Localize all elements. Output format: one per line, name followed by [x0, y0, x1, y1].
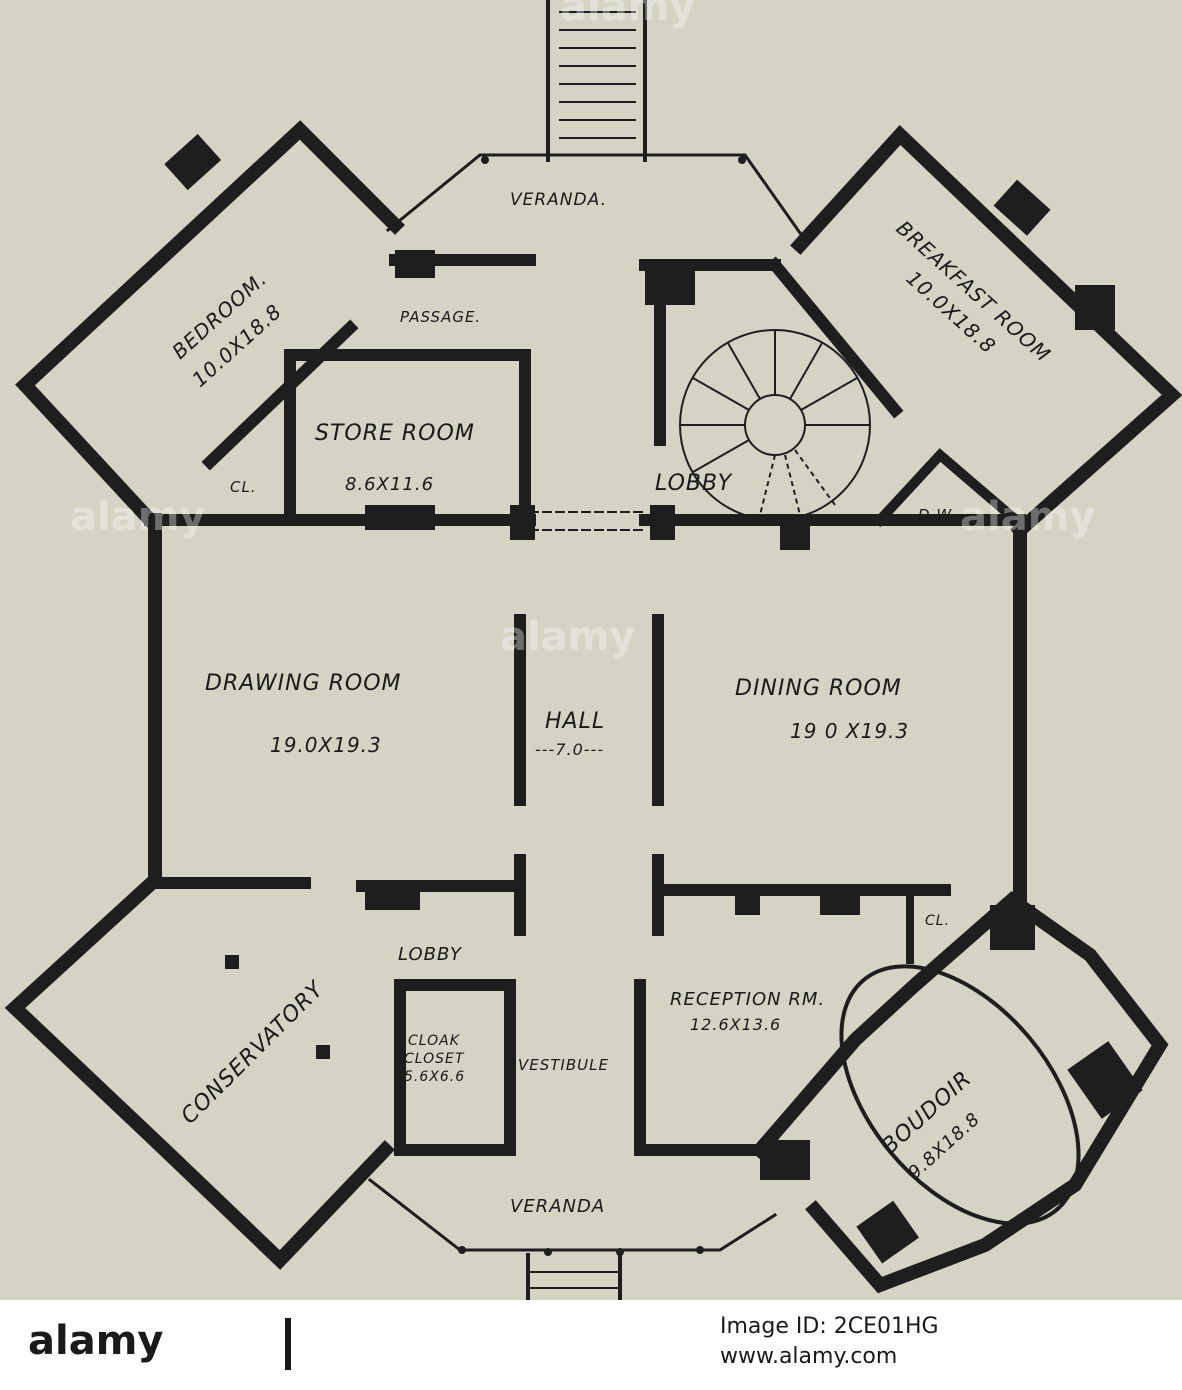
- label-dining-room: DINING ROOM: [735, 676, 902, 701]
- label-hall: HALL: [545, 709, 605, 734]
- watermark-left: alamy: [70, 494, 205, 540]
- bedroom-outer-wall: [15, 120, 405, 530]
- footer-image-id: Image ID: 2CE01HG: [720, 1314, 939, 1339]
- cloak-closet-walls: [394, 979, 516, 1156]
- watermark-center: alamy: [500, 614, 635, 660]
- veranda-posts: [458, 156, 746, 1256]
- label-closet-top: CL.: [230, 478, 257, 496]
- label-veranda-bottom: VERANDA: [510, 1196, 605, 1217]
- boudoir-outer-wall: [750, 891, 1169, 1294]
- label-veranda-top: VERANDA.: [510, 190, 607, 210]
- label-closet-right: CL.: [925, 913, 950, 929]
- walls: [4, 0, 1182, 1300]
- veranda-top-outline: [385, 153, 808, 243]
- breakfast-outer-wall: [790, 124, 1182, 540]
- label-cloak-size: 5.6X6.6: [404, 1069, 465, 1085]
- front-steps-top: [546, 0, 647, 162]
- footer-url: www.alamy.com: [720, 1344, 898, 1369]
- label-lobby-bottom: LOBBY: [398, 944, 463, 965]
- label-store-room-size: 8.6X11.6: [345, 474, 434, 495]
- chimney-blocks: [164, 133, 1143, 1264]
- store-room-walls: [284, 349, 531, 526]
- label-dining-room-size: 19 0 X19.3: [790, 719, 909, 743]
- footer-divider: [285, 1318, 291, 1370]
- watermarks: alamy alamy alamy alamy: [70, 0, 1095, 660]
- label-dumbwaiter: D.W.: [918, 506, 957, 524]
- dw-closet-walls: [872, 448, 1018, 528]
- stock-footer: alamy Image ID: 2CE01HG www.alamy.com: [0, 1300, 1182, 1390]
- watermark-right: alamy: [960, 494, 1095, 540]
- label-cloak-2: CLOSET: [404, 1051, 465, 1067]
- label-cloak-1: CLOAK: [408, 1033, 461, 1049]
- veranda-bottom-outline: [367, 1177, 778, 1252]
- label-drawing-room: DRAWING ROOM: [205, 671, 402, 696]
- spiral-staircase: [679, 329, 871, 521]
- boudoir-oval: [839, 964, 1081, 1226]
- label-store-room: STORE ROOM: [315, 421, 475, 446]
- label-reception-room-size: 12.6X13.6: [690, 1015, 781, 1034]
- label-passage: PASSAGE.: [400, 308, 481, 326]
- footer-brand-logo: alamy: [28, 1318, 164, 1364]
- label-vestibule: VESTIBULE: [518, 1056, 609, 1074]
- label-hall-width: ---7.0---: [535, 740, 604, 759]
- label-lobby-top: LOBBY: [655, 471, 733, 496]
- conservatory-outer-wall: [4, 870, 395, 1270]
- floor-plan: alamy alamy alamy alamy VERANDA. PASSAGE…: [4, 0, 1182, 1300]
- watermark-top: alamy: [560, 0, 695, 30]
- label-reception-room: RECEPTION RM.: [670, 989, 825, 1010]
- floor-plan-drawing: alamy alamy alamy alamy VERANDA. PASSAGE…: [4, 0, 1182, 1300]
- front-steps-bottom: [526, 1253, 622, 1300]
- label-drawing-room-size: 19.0X19.3: [270, 733, 382, 757]
